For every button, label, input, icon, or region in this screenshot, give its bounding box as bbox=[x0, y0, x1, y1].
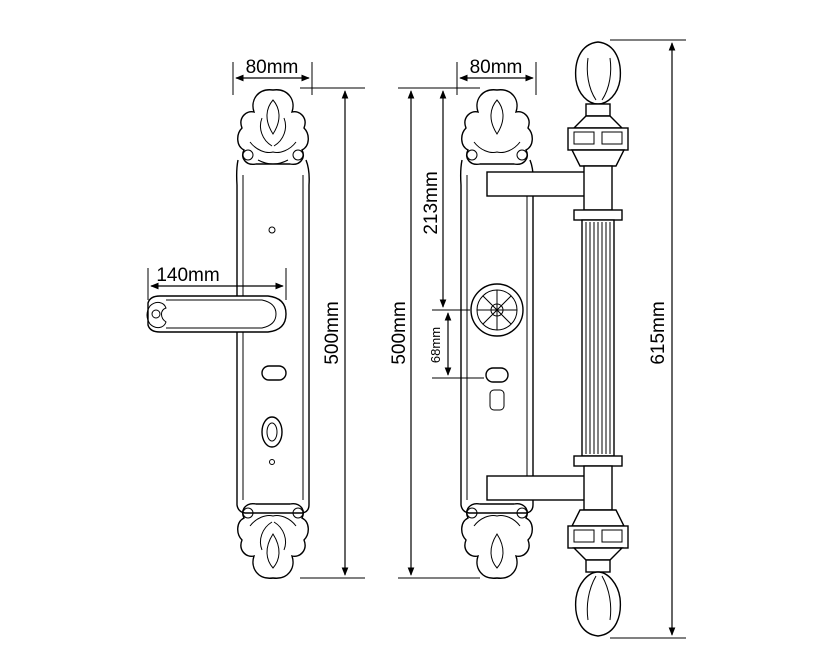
rosette bbox=[470, 283, 524, 337]
left-handle-length-label: 140mm bbox=[156, 265, 219, 286]
left-plate-width-label: 80mm bbox=[246, 57, 299, 78]
pull-bar bbox=[567, 41, 629, 637]
bottom-ornament bbox=[237, 503, 309, 579]
center-to-key-label: 68mm bbox=[428, 327, 443, 363]
top-ornament bbox=[237, 89, 309, 165]
right-thumbturn-slot bbox=[485, 367, 509, 383]
right-plate-width-label: 80mm bbox=[470, 57, 523, 78]
right-bottom-ornament bbox=[461, 503, 533, 579]
left-plate-height-label: 500mm bbox=[322, 301, 343, 364]
right-pull-handle-view: 80mm 500mm 213mm 68mm 615mm bbox=[389, 39, 686, 639]
left-plate-outline bbox=[235, 159, 310, 514]
pull-to-center-label: 213mm bbox=[421, 171, 442, 234]
bottom-standoff bbox=[486, 475, 586, 501]
thumbturn-slot bbox=[261, 365, 287, 381]
pull-height-label: 615mm bbox=[648, 301, 669, 364]
right-top-ornament bbox=[461, 89, 533, 165]
screw-hole bbox=[268, 226, 276, 234]
right-plate-height-label: 500mm bbox=[389, 301, 410, 364]
keyhole-cylinder bbox=[261, 416, 283, 448]
lever-handle bbox=[146, 295, 287, 333]
left-lock-plate-view: 80mm 140mm 500mm bbox=[146, 57, 365, 579]
top-standoff bbox=[486, 171, 586, 197]
